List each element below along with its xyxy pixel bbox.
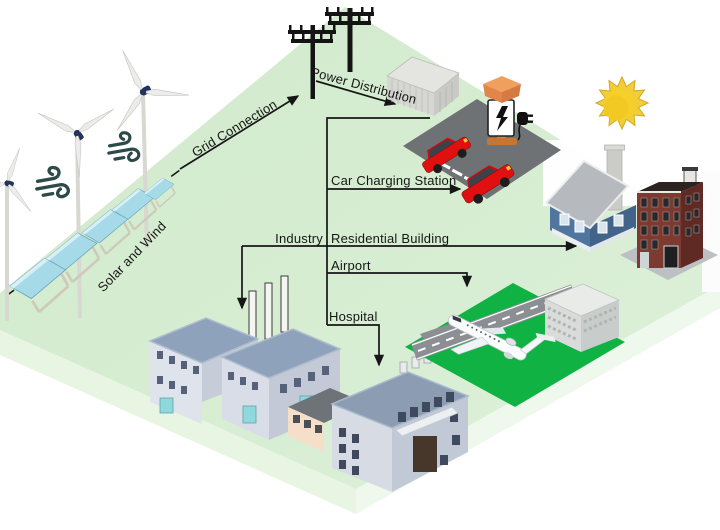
- wind-turbines: [0, 31, 193, 321]
- apartment-backdrop: [702, 172, 720, 292]
- car-icon: [461, 164, 515, 204]
- label-car-charging-station: Car Charging Station: [331, 173, 457, 188]
- hospital-icon: [288, 351, 470, 492]
- apartment-icon: [620, 167, 718, 280]
- parking-lot: [403, 99, 561, 199]
- trunk-line: [326, 117, 430, 325]
- power-flow-lines: [179, 80, 578, 367]
- wind-gust-icon: [31, 163, 71, 203]
- house-icon: [544, 144, 636, 252]
- label-residential-building: Residential Building: [331, 231, 450, 246]
- airplane-icon: [448, 314, 556, 361]
- airport-icon: [405, 283, 625, 407]
- label-hospital: Hospital: [329, 309, 378, 324]
- substation: [386, 56, 460, 116]
- ev-charger-icon: [483, 76, 533, 145]
- wind-gust-icon: [104, 129, 142, 166]
- grid-poles: [288, 7, 374, 99]
- sun-icon: [594, 75, 650, 131]
- grid-connection-arrow: [179, 95, 300, 170]
- label-industry: Industry: [275, 231, 323, 246]
- car-charging-station: [403, 76, 561, 204]
- airport-branch: [327, 272, 473, 288]
- power-distribution-arrow: [315, 80, 397, 107]
- label-airport: Airport: [331, 258, 371, 273]
- car-icon: [422, 136, 471, 174]
- hospital-branch: [327, 324, 385, 367]
